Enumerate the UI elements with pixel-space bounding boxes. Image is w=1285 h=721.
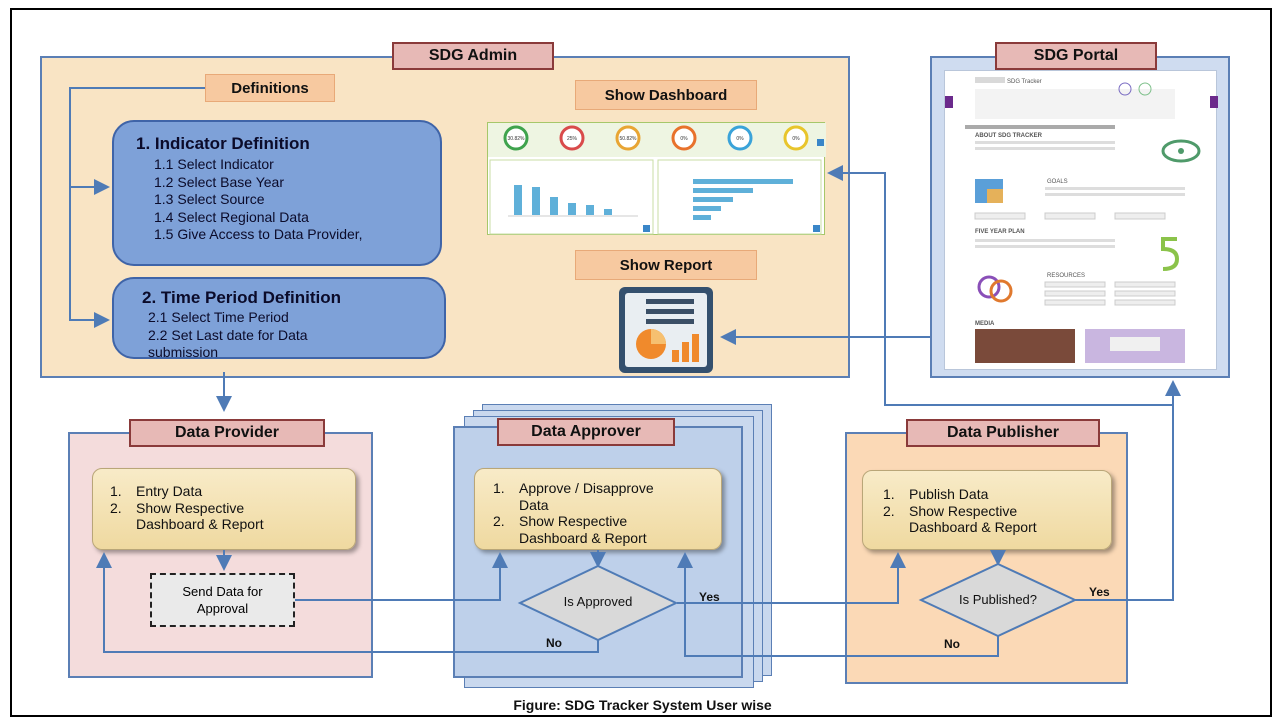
indicator-definition-list: 1.1 Select Indicator 1.2 Select Base Yea… — [136, 156, 440, 244]
sdg-admin-title: SDG Admin — [392, 42, 554, 70]
list-item: 1.Entry Data — [110, 483, 203, 499]
published-yes-label: Yes — [1089, 585, 1110, 599]
approved-yes-arrow — [677, 552, 906, 604]
dashboard-gauge-value: 50.82% — [620, 136, 638, 142]
dashboard-gauge-value: 0% — [792, 136, 800, 142]
time-period-definition-heading: 2. Time Period Definition — [142, 288, 341, 307]
dashboard-gauge — [783, 125, 809, 151]
approved-decision-diamond — [517, 564, 679, 642]
no-loop-approver — [677, 552, 999, 657]
time-period-definition-list: 2.1 Select Time Period 2.2 Set Last date… — [142, 309, 444, 359]
dashboard-gauge — [559, 125, 585, 151]
list-item: 1.3 Select Source — [154, 191, 265, 207]
sdg-portal-title: SDG Portal — [995, 42, 1157, 70]
data-approver-tasks: 1.Approve / Disapprove Data 2.Show Respe… — [474, 468, 722, 550]
definitions-label: Definitions — [205, 74, 335, 102]
report-icon — [616, 284, 716, 376]
published-no-label: No — [944, 637, 960, 651]
dashboard-thumbnail: 30.82% 25% 50.82% 0% 0% 0% — [487, 122, 826, 235]
list-item: 2.2 Set Last date for Data — [148, 326, 308, 343]
dashboard-graphic: 30.82% 25% 50.82% 0% 0% 0% — [488, 123, 826, 235]
portal-section-about: ABOUT SDG TRACKER — [975, 133, 1043, 139]
list-item: 2.Show Respective Dashboard & Report — [110, 499, 264, 533]
data-provider-title: Data Provider — [129, 419, 325, 447]
approved-yes-label: Yes — [699, 590, 720, 604]
published-yes-arrow — [1075, 380, 1181, 601]
portal-screenshot: SDG Tracker ABOUT SDG TRACKER GOALS FIVE… — [944, 70, 1218, 370]
list-item: 1.5 Give Access to Data Provider, — [154, 226, 363, 242]
data-publisher-list: 1.Publish Data 2.Show Respective Dashboa… — [883, 486, 1111, 536]
dashboard-gauge — [671, 125, 697, 151]
dashboard-gauge-value: 30.82% — [508, 136, 526, 142]
portal-section-goals: GOALS — [1047, 179, 1068, 185]
published-decision-label: Is Published? — [958, 592, 1038, 607]
no-loop-provider — [96, 552, 599, 653]
data-publisher-title: Data Publisher — [906, 419, 1100, 447]
send-data-label: Send Data for Approval — [182, 584, 263, 616]
report-icon-graphic — [619, 287, 713, 373]
published-decision-diamond — [918, 562, 1078, 638]
definitions-connector — [69, 87, 205, 328]
data-publisher-tasks: 1.Publish Data 2.Show Respective Dashboa… — [862, 470, 1112, 550]
show-dashboard-label: Show Dashboard — [575, 80, 757, 110]
indicator-definition-box: 1. Indicator Definition 1.1 Select Indic… — [112, 120, 442, 266]
list-item: 1.2 Select Base Year — [154, 173, 284, 190]
portal-graphic: SDG Tracker ABOUT SDG TRACKER GOALS FIVE… — [945, 77, 1218, 363]
portal-logo-text: SDG Tracker — [1007, 79, 1042, 85]
list-item: 1.1 Select Indicator — [154, 156, 274, 172]
time-period-definition-box: 2. Time Period Definition 2.1 Select Tim… — [112, 277, 446, 359]
data-provider-list: 1.Entry Data 2.Show Respective Dashboard… — [110, 483, 355, 533]
approver-no-label: No — [546, 636, 562, 650]
list-item: 2.1 Select Time Period — [148, 309, 289, 325]
list-item: submission — [148, 344, 219, 359]
list-item: 1.Publish Data — [883, 486, 989, 502]
portal-section-media: MEDIA — [975, 321, 995, 327]
dashboard-gauge — [503, 125, 529, 151]
portal-section-five-year-plan: FIVE YEAR PLAN — [975, 229, 1025, 235]
send-data-box: Send Data for Approval — [150, 573, 295, 627]
list-item: 1.Approve / Disapprove Data — [493, 480, 654, 513]
approved-decision-label: Is Approved — [563, 594, 633, 609]
list-item: 2.Show Respective Dashboard & Report — [493, 513, 647, 546]
list-item: 1.4 Select Regional Data — [154, 208, 309, 225]
portal-to-dashboard-arrow — [827, 165, 1173, 406]
indicator-definition-heading: 1. Indicator Definition — [136, 134, 310, 153]
dashboard-gauge-value: 0% — [680, 136, 688, 142]
data-approver-title: Data Approver — [497, 418, 675, 446]
dashboard-gauge-value: 0% — [736, 136, 744, 142]
show-report-label: Show Report — [575, 250, 757, 280]
dashboard-gauge — [727, 125, 753, 151]
data-approver-list: 1.Approve / Disapprove Data 2.Show Respe… — [493, 480, 721, 546]
dashboard-gauge-value: 25% — [567, 136, 578, 142]
dashboard-gauge — [615, 125, 641, 151]
portal-section-resources: RESOURCES — [1047, 273, 1085, 279]
send-to-approver-arrow — [295, 552, 508, 601]
list-item: 2.Show Respective Dashboard & Report — [883, 502, 1037, 536]
figure-caption: Figure: SDG Tracker System User wise — [513, 697, 772, 713]
data-provider-tasks: 1.Entry Data 2.Show Respective Dashboard… — [92, 468, 356, 550]
